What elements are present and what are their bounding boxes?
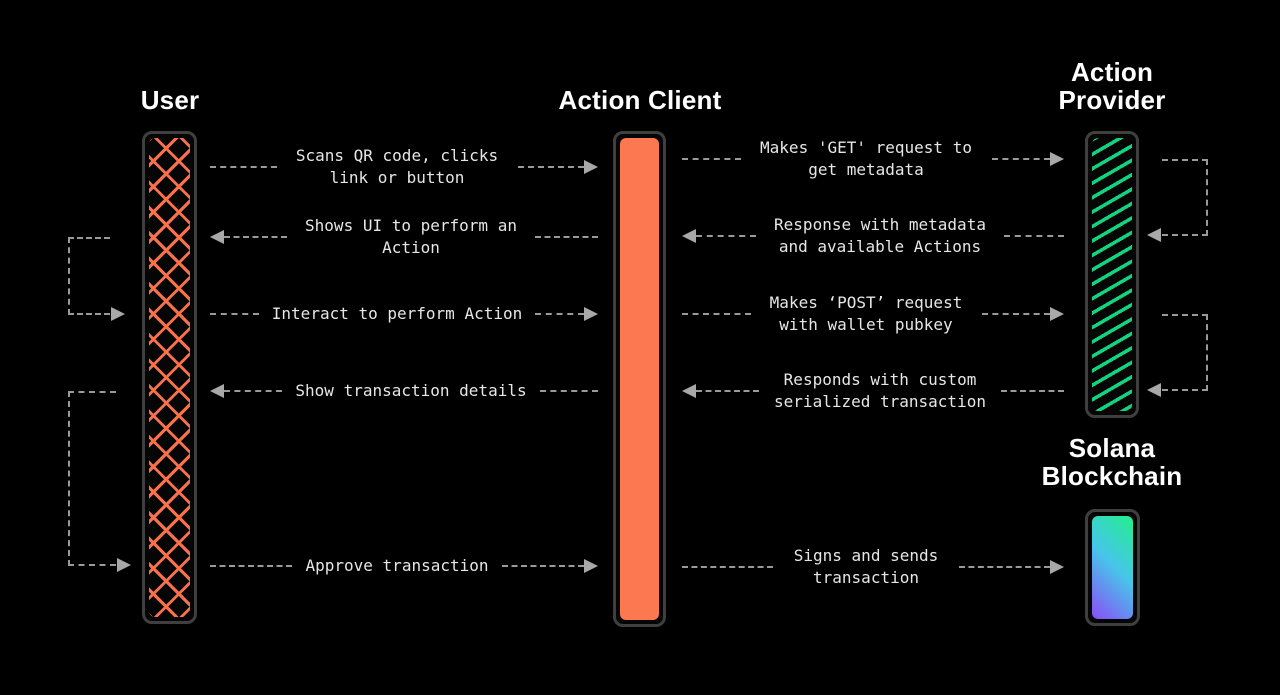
provider-self-loop-1 [1147,159,1208,242]
user-title: User [140,85,200,115]
message-shows-ui: Shows UI to perform an Action [210,213,598,261]
dashed-line [696,390,759,392]
dashed-line [501,565,584,567]
dashed-line [535,313,585,315]
green-diagonal-hatch-pattern [1092,138,1132,411]
message-label: Makes ‘POST’ request with wallet pubkey [769,293,963,334]
dashed-line [535,236,598,238]
dashed-line [682,566,773,568]
message-scan-qr: Scans QR code, clicks link or button [210,143,598,191]
action-provider-lifeline-bar [1085,131,1139,418]
message-interact: Interact to perform Action [210,290,599,338]
dashed-line [696,235,756,237]
message-get-request: Makes 'GET' request to get metadata [682,135,1064,183]
arrowhead-right-icon [584,559,598,573]
action-provider-title: Action Provider [1058,57,1166,115]
arrowhead-right-icon [1050,307,1064,321]
message-show-tx-details: Show transaction details [210,367,598,415]
arrowhead-left-icon [1147,228,1161,242]
dashed-line [682,313,751,315]
arrowhead-right-icon [1050,560,1064,574]
message-post-request: Makes ‘POST’ request with wallet pubkey [682,290,1064,338]
dashed-line [981,313,1050,315]
user-lifeline-bar [142,131,197,624]
dashed-line [539,390,598,392]
solid-orange-fill [620,138,659,620]
dashed-line [959,566,1050,568]
message-label: Approve transaction [305,556,489,575]
dashed-line [210,565,293,567]
dashed-line [991,158,1050,160]
message-label: Scans QR code, clicks link or button [295,146,499,187]
message-response-metadata: Response with metadata and available Act… [682,212,1064,260]
arrowhead-right-icon [1050,152,1064,166]
action-client-title: Action Client [558,85,722,115]
message-label: Response with metadata and available Act… [774,215,986,256]
user-self-loop-2 [68,391,131,572]
message-label: Show transaction details [295,381,527,400]
arrowhead-left-icon [210,230,224,244]
message-label: Interact to perform Action [271,304,523,323]
arrowhead-right-icon [111,307,125,321]
arrowhead-left-icon [682,384,696,398]
provider-self-loop-2 [1147,314,1208,397]
dashed-line [224,390,283,392]
arrowhead-right-icon [117,558,131,572]
dashed-line [210,166,277,168]
dashed-line [1001,390,1064,392]
orange-crosshatch-pattern [149,138,190,617]
arrowhead-left-icon [682,229,696,243]
dashed-line [210,313,259,315]
arrowhead-right-icon [584,307,599,321]
dashed-line [1004,235,1064,237]
message-label: Signs and sends transaction [793,546,939,587]
user-self-loop-1 [68,237,125,321]
arrowhead-left-icon [1147,383,1161,397]
message-approve-tx: Approve transaction [210,542,598,590]
dashed-line [517,166,584,168]
message-label: Responds with custom serialized transact… [774,370,986,411]
dashed-line [682,158,741,160]
message-signs-sends-tx: Signs and sends transaction [682,543,1064,591]
solana-blockchain-bar [1085,509,1140,626]
action-client-lifeline-bar [613,131,666,627]
arrowhead-left-icon [210,384,224,398]
dashed-line [224,236,287,238]
arrowhead-right-icon [584,160,598,174]
solana-blockchain-title: Solana Blockchain [1041,433,1183,491]
message-responds-serialized-tx: Responds with custom serialized transact… [682,367,1064,415]
message-label: Shows UI to perform an Action [305,216,517,257]
message-label: Makes 'GET' request to get metadata [760,138,972,179]
solana-gradient-fill [1092,516,1133,619]
